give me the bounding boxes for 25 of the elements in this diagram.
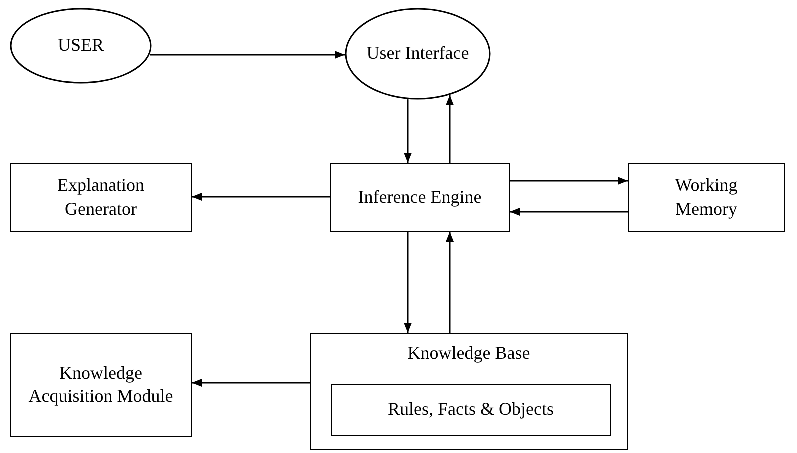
- process-box: [310, 333, 628, 450]
- node-label: USER: [58, 34, 104, 58]
- node-label: Explanation Generator: [56, 174, 146, 220]
- ellipse-node: [345, 8, 491, 100]
- arrow: [446, 232, 454, 333]
- arrow: [446, 95, 454, 163]
- process-box: [628, 163, 785, 232]
- arrow: [192, 193, 330, 201]
- process-box: [330, 163, 510, 232]
- arrow: [404, 232, 412, 333]
- arrow: [510, 177, 628, 185]
- node-label: User Interface: [366, 42, 470, 66]
- node-label: Knowledge Base: [408, 342, 530, 365]
- node-label: Working Memory: [674, 174, 739, 221]
- arrow: [404, 100, 412, 163]
- process-box: [10, 163, 192, 232]
- arrow: [510, 208, 628, 216]
- node-label: Knowledge Acquisition Module: [28, 362, 174, 408]
- node-label: Inference Engine: [358, 186, 482, 209]
- arrow: [192, 379, 310, 387]
- process-box: [331, 384, 611, 436]
- ellipse-node: [10, 8, 152, 84]
- node-label: Rules, Facts & Objects: [388, 398, 554, 422]
- process-box: [10, 333, 192, 437]
- arrow: [150, 51, 346, 59]
